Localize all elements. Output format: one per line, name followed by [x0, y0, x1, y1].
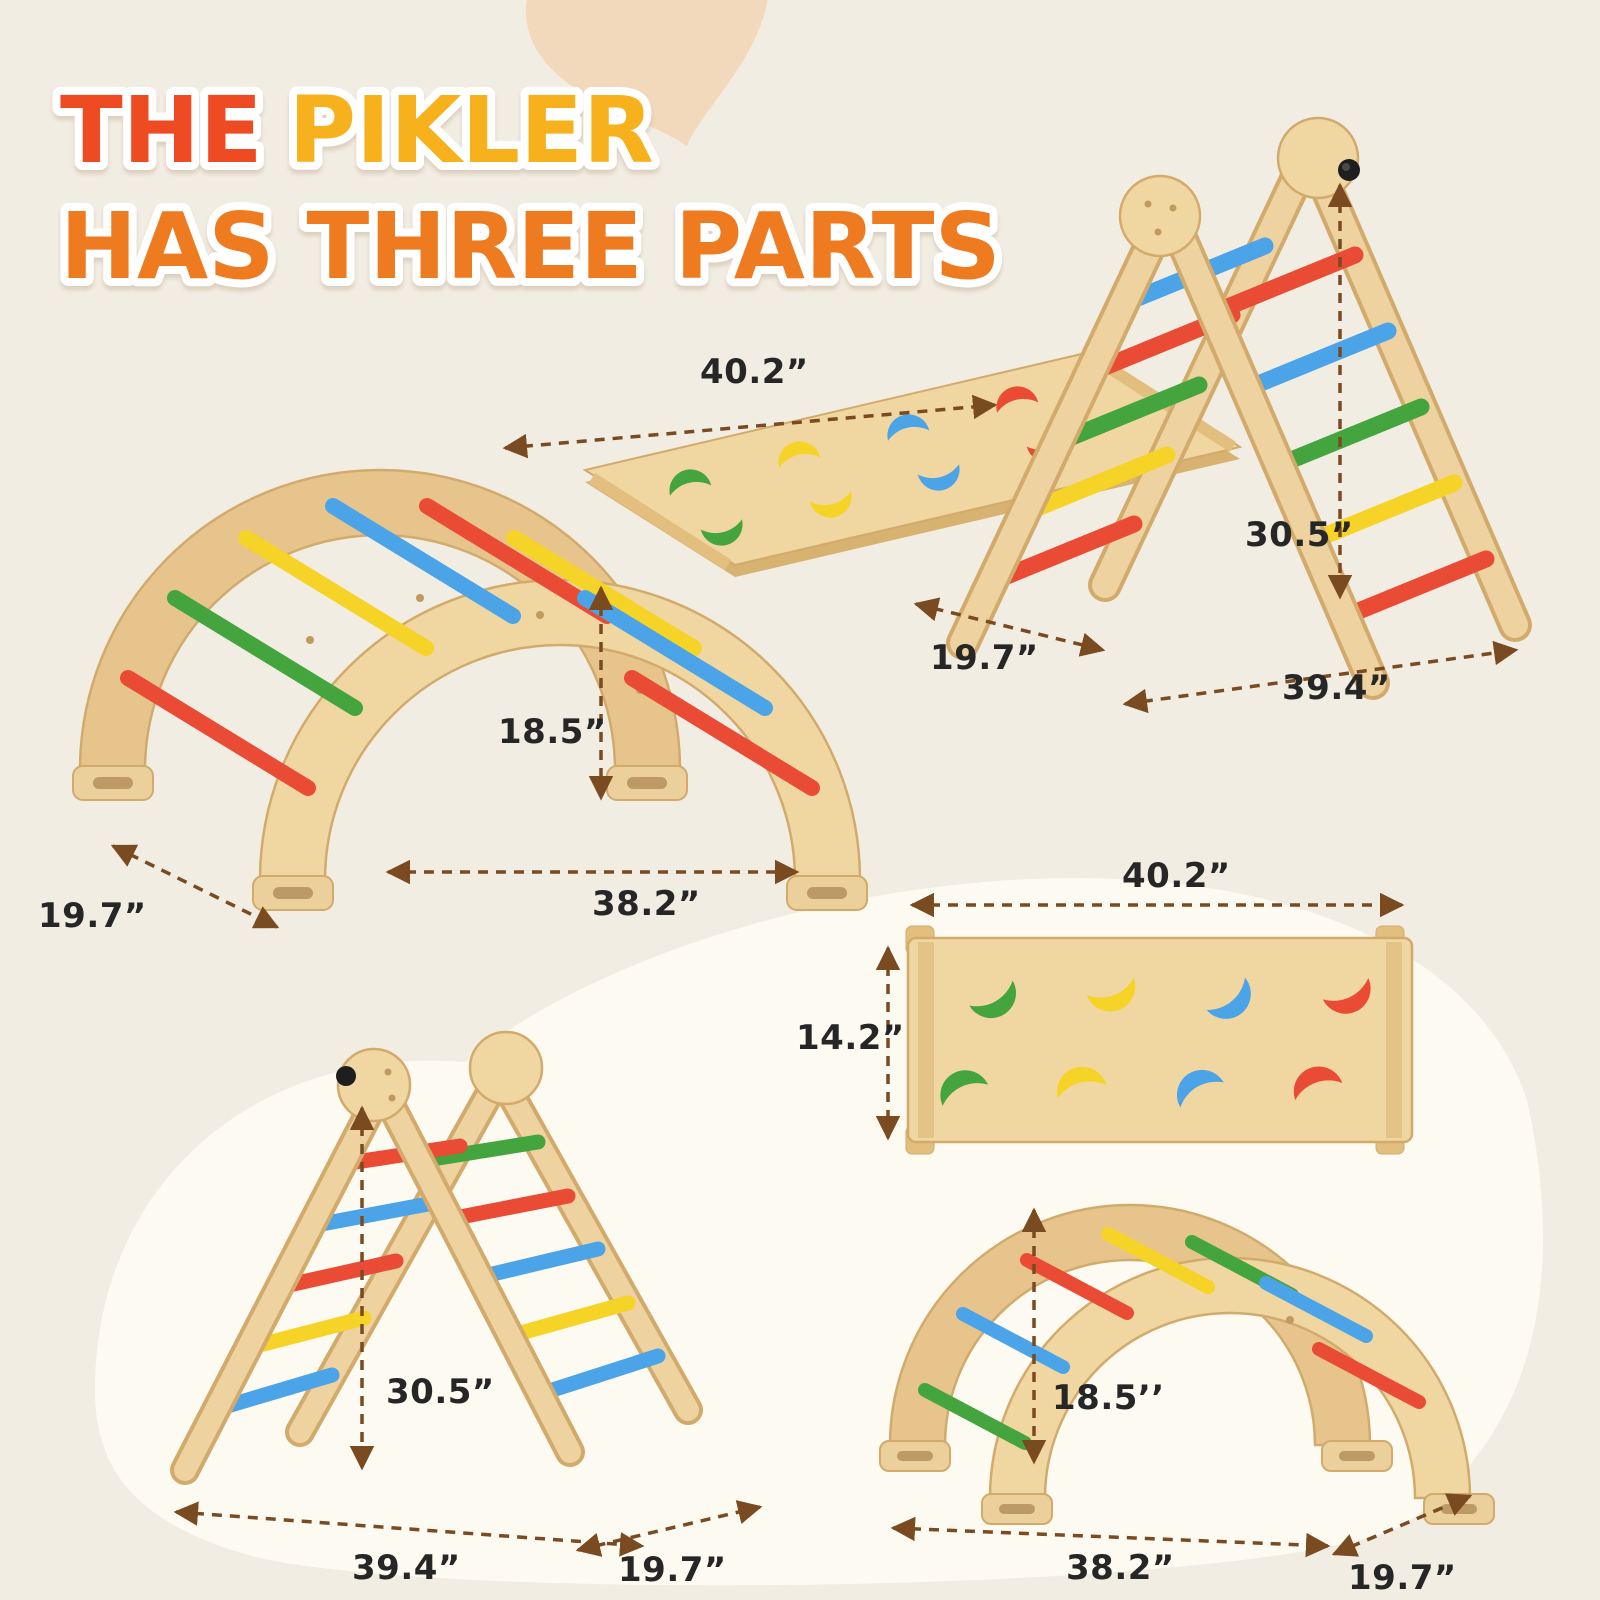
- triangle-view-rungs-right: [412, 1134, 666, 1402]
- dim-arch-height-label: 18.5”: [498, 712, 607, 752]
- arrow-arch-view-width: [890, 1516, 1331, 1558]
- dim-triangle-height-label: 30.5”: [1245, 515, 1354, 555]
- dim-board-length-label: 40.2”: [1122, 856, 1231, 896]
- dim-arch-view-depth-label: 19.7”: [1348, 1558, 1457, 1598]
- dim-board-width-label: 14.2”: [796, 1018, 905, 1058]
- title-line2: HAS THREE PARTS: [60, 193, 1001, 300]
- arrow-arch-depth: [110, 844, 280, 929]
- arrow-triangle-depth: [913, 597, 1106, 657]
- dim-triangle-width-label: 39.4”: [1282, 668, 1391, 708]
- dim-triangle-view-height-label: 30.5”: [386, 1372, 495, 1412]
- arch-3d-illustration: [72, 468, 868, 911]
- arrow-triangle-view-depth: [575, 1500, 763, 1557]
- arrow-ramp-length: [502, 394, 998, 459]
- dim-triangle-view-width-label: 39.4”: [352, 1548, 461, 1588]
- title-the: THE: [60, 77, 263, 184]
- dim-arch-width-label: 38.2”: [592, 884, 701, 924]
- arrow-triangle-width: [1122, 640, 1519, 714]
- heart-icon: [525, 0, 769, 148]
- dim-triangle-depth-label: 19.7”: [930, 638, 1039, 678]
- board-top-view: [905, 925, 1414, 1155]
- dim-arch-view-width-label: 38.2”: [1066, 1548, 1175, 1588]
- dim-ramp-length-label: 40.2”: [700, 352, 809, 392]
- dimension-arrows: [110, 182, 1519, 1558]
- triangle-front-view: [170, 1030, 703, 1485]
- lock-knob: [336, 1066, 356, 1086]
- lock-knob: [1338, 159, 1360, 181]
- arrow-arch-view-depth: [1331, 1493, 1473, 1557]
- dim-arch-depth-label: 19.7”: [38, 896, 147, 936]
- dim-triangle-view-depth-label: 19.7”: [618, 1550, 727, 1590]
- arrow-triangle-view-width: [173, 1501, 645, 1557]
- title-pikler: PIKLER: [289, 77, 654, 184]
- dim-arch-view-height-label: 18.5’’: [1052, 1378, 1165, 1418]
